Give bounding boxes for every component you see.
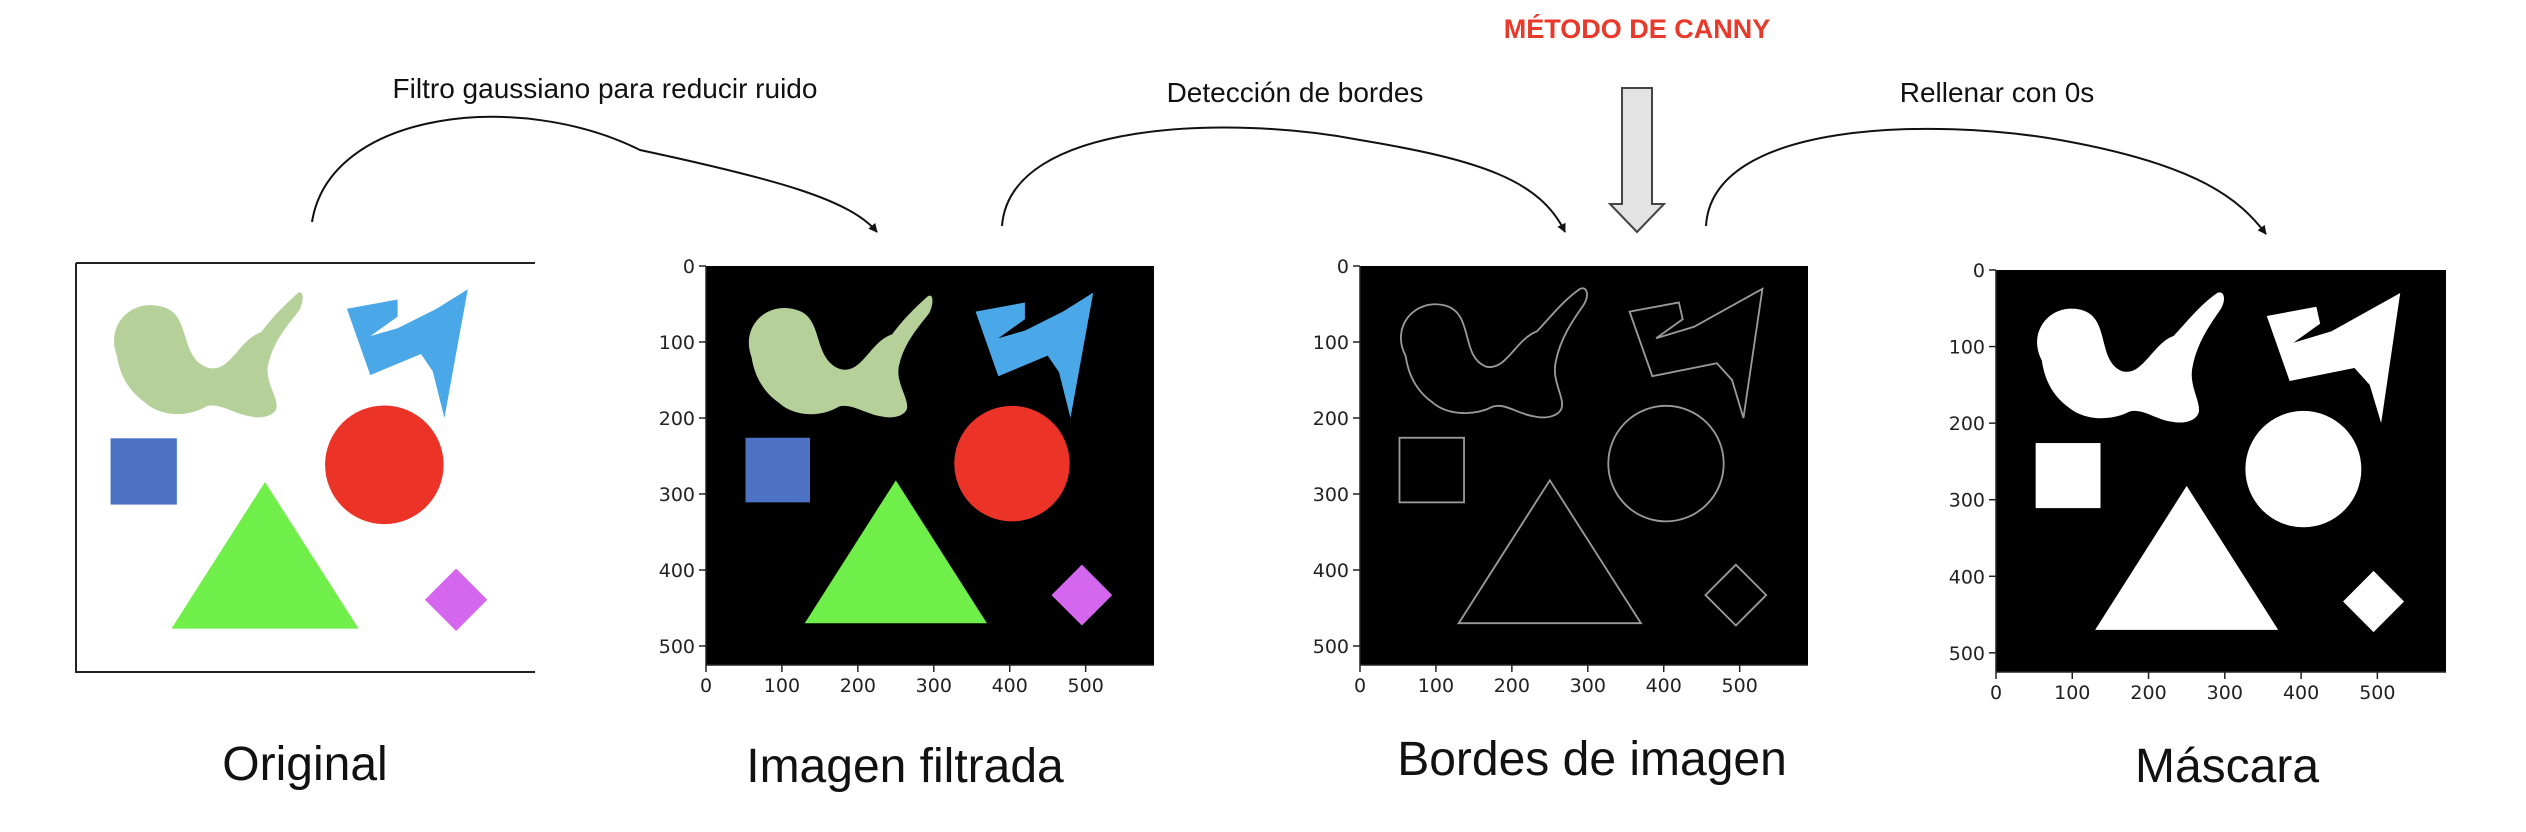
x-tick-label: 300 — [1570, 675, 1606, 697]
circle-mask — [2245, 410, 2362, 528]
x-tick-label: 300 — [916, 675, 952, 697]
x-tick-label: 400 — [1646, 675, 1682, 697]
x-tick-label: 300 — [2207, 682, 2243, 704]
method-label: MÉTODO DE CANNY — [1504, 13, 1771, 44]
x-tick-label: 100 — [764, 675, 800, 697]
y-tick-label: 500 — [1949, 643, 1985, 665]
step-label-gaussian: Filtro gaussiano para reducir ruido — [393, 73, 818, 104]
y-tick-label: 400 — [1949, 566, 1985, 588]
x-tick-label: 0 — [700, 675, 712, 697]
x-tick-label: 400 — [2283, 682, 2319, 704]
circle-shape — [954, 405, 1070, 522]
x-tick-label: 500 — [2359, 682, 2395, 704]
y-tick-label: 100 — [1313, 332, 1349, 354]
caption-mask: Máscara — [2135, 740, 2319, 793]
x-tick-label: 500 — [1722, 675, 1758, 697]
square-mask — [2035, 443, 2101, 509]
y-tick-label: 400 — [659, 560, 695, 582]
original-image — [110, 289, 488, 631]
y-tick-label: 200 — [659, 408, 695, 430]
blob-shape — [114, 292, 303, 418]
x-tick-label: 100 — [1418, 675, 1454, 697]
caption-filtered: Imagen filtrada — [746, 740, 1064, 793]
caption-original: Original — [222, 738, 387, 791]
y-tick-label: 0 — [1337, 256, 1349, 278]
step-label-fill: Rellenar con 0s — [1900, 77, 2095, 108]
original-frame — [75, 262, 535, 673]
x-tick-label: 100 — [2054, 682, 2090, 704]
y-tick-label: 100 — [1949, 337, 1985, 359]
x-tick-label: 0 — [1354, 675, 1366, 697]
x-tick-label: 0 — [1990, 682, 2002, 704]
y-tick-label: 300 — [659, 484, 695, 506]
y-tick-label: 200 — [1949, 413, 1985, 435]
arrow-gaussian — [311, 115, 878, 233]
y-tick-label: 200 — [1313, 408, 1349, 430]
square-shape — [745, 437, 811, 503]
y-tick-label: 300 — [1949, 490, 1985, 512]
step-label-edges: Detección de bordes — [1167, 77, 1424, 108]
x-tick-label: 200 — [840, 675, 876, 697]
y-tick-label: 100 — [659, 332, 695, 354]
x-tick-label: 200 — [1494, 675, 1530, 697]
panel-original: Original — [75, 262, 535, 791]
x-tick-label: 400 — [992, 675, 1028, 697]
triangle-shape — [171, 481, 359, 629]
x-tick-label: 200 — [2130, 682, 2166, 704]
y-tick-label: 0 — [683, 256, 695, 278]
y-tick-label: 300 — [1313, 484, 1349, 506]
circle-shape — [325, 405, 444, 525]
arrow-edge-detection — [1001, 126, 1566, 233]
square-shape — [110, 438, 177, 505]
y-tick-label: 400 — [1313, 560, 1349, 582]
block-arrow-down-icon — [1607, 87, 1667, 234]
bolt-shape — [346, 289, 468, 418]
edges-image-bg — [1360, 266, 1808, 665]
diamond-shape — [424, 568, 488, 631]
y-tick-label: 500 — [1313, 636, 1349, 658]
y-tick-label: 500 — [659, 636, 695, 658]
y-tick-label: 0 — [1973, 260, 1985, 282]
x-tick-label: 500 — [1068, 675, 1104, 697]
arrow-fill — [1705, 127, 2267, 235]
caption-edges: Bordes de imagen — [1397, 733, 1787, 786]
